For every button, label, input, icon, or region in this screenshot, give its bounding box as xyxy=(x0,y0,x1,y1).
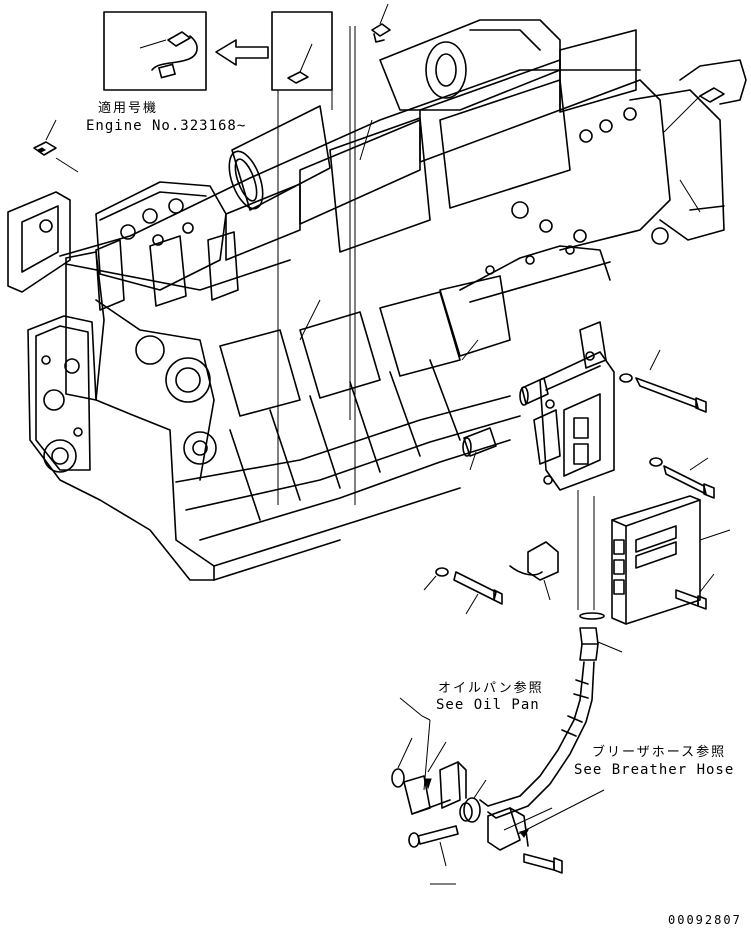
spacer-tube xyxy=(462,427,497,471)
breather-bracket xyxy=(487,807,553,851)
detail-inset-box xyxy=(103,11,207,91)
oil-pan-ref-label: See Oil Pan xyxy=(436,697,540,713)
bolt-bottom-right xyxy=(523,853,563,874)
washer-lower xyxy=(423,567,449,591)
spacer-tube-upper xyxy=(519,377,549,406)
ecu-bracket xyxy=(533,321,615,491)
grommet xyxy=(459,779,487,823)
bolt-with-washer-2 xyxy=(649,457,715,499)
applicable-serial-label-jp: 適用号機 xyxy=(98,101,159,116)
oil-pan-ref-label-jp: オイルパン参照 xyxy=(438,681,544,696)
pipe-fitting xyxy=(579,627,623,661)
o-ring xyxy=(579,612,605,620)
engine-number-label: Engine No.323168~ xyxy=(86,118,247,134)
ecu-mounting-bolt xyxy=(675,573,715,610)
drawing-number: 00092807 xyxy=(668,913,742,927)
oil-level-pipe xyxy=(479,661,595,819)
pipe-bracket xyxy=(391,737,451,815)
rear-cover-plate xyxy=(7,191,71,293)
pressure-switch-top xyxy=(349,3,391,505)
detail-source-box xyxy=(271,11,333,505)
tube-clamp xyxy=(439,761,467,809)
bolt-bottom-left xyxy=(408,825,459,867)
bolt-with-washer-1 xyxy=(619,349,707,413)
breather-hose-ref-label-jp: ブリーザホース参照 xyxy=(592,745,727,760)
left-sensor xyxy=(33,119,79,173)
arrow-left-icon xyxy=(215,39,269,66)
long-bolt-lower xyxy=(453,571,503,615)
engine-block xyxy=(27,19,725,581)
breather-hose-ref-label: See Breather Hose xyxy=(574,762,735,778)
connector-clip xyxy=(509,541,559,601)
engine-controller-ecu xyxy=(611,495,731,625)
harness-sensor-right xyxy=(663,59,747,133)
